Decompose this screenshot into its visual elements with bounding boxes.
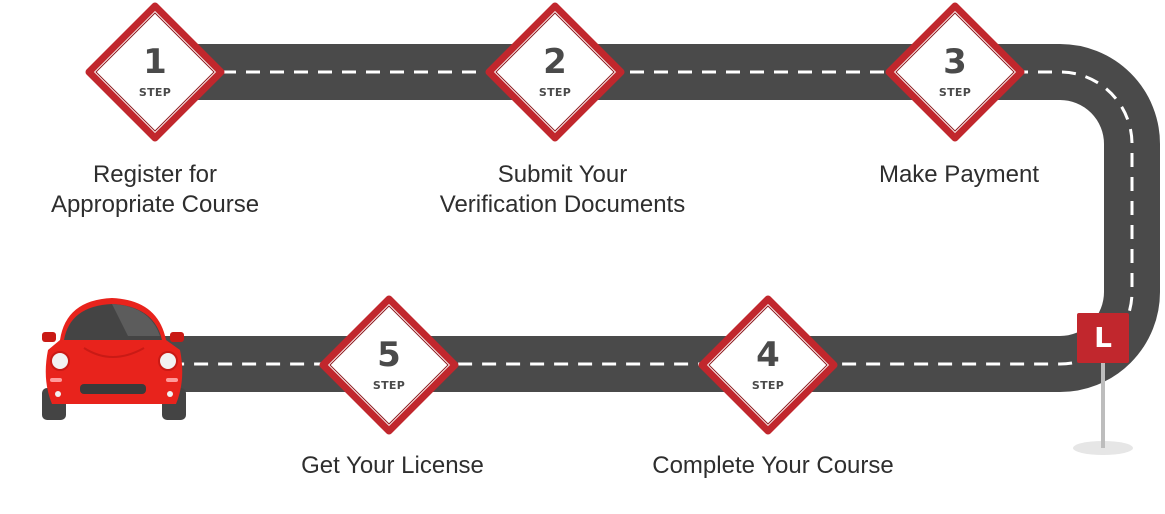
step-2-label: Submit Your Verification Documents — [420, 160, 705, 220]
step-1-word: STEP — [138, 86, 172, 99]
step-3-number: 3 — [943, 42, 967, 82]
step-2-label-line-2: Verification Documents — [439, 191, 686, 218]
learner-flag — [1073, 313, 1133, 455]
step-5-word: STEP — [372, 379, 406, 392]
step-3-label: Make Payment — [850, 160, 1068, 190]
step-5-label-line-1: Get Your License — [301, 452, 484, 479]
step-2-word: STEP — [538, 86, 572, 99]
step-1-number: 1 — [143, 42, 167, 82]
step-2-number: 2 — [543, 42, 567, 82]
step-2-label-line-1: Submit Your — [497, 161, 628, 188]
step-4-sign: 4 STEP — [698, 295, 838, 435]
step-3-word: STEP — [938, 86, 972, 99]
step-5-sign: 5 STEP — [319, 295, 459, 435]
learner-flag-letter: L — [1094, 321, 1112, 354]
step-4-word: STEP — [751, 379, 785, 392]
step-5-number: 5 — [377, 335, 401, 375]
step-4-label-line-1: Complete Your Course — [652, 452, 894, 479]
step-4-number: 4 — [756, 335, 780, 375]
step-2-sign: 2 STEP — [485, 2, 625, 142]
step-1-sign: 1 STEP — [85, 2, 225, 142]
step-3-sign: 3 STEP — [885, 2, 1025, 142]
car-icon — [42, 298, 186, 420]
step-1-label-line-2: Appropriate Course — [50, 191, 260, 218]
step-4-label: Complete Your Course — [640, 451, 906, 481]
step-5-label: Get Your License — [285, 451, 500, 481]
step-3-label-line-1: Make Payment — [878, 161, 1040, 188]
step-1-label: Register for Appropriate Course — [30, 160, 280, 220]
step-1-label-line-1: Register for — [92, 161, 218, 188]
